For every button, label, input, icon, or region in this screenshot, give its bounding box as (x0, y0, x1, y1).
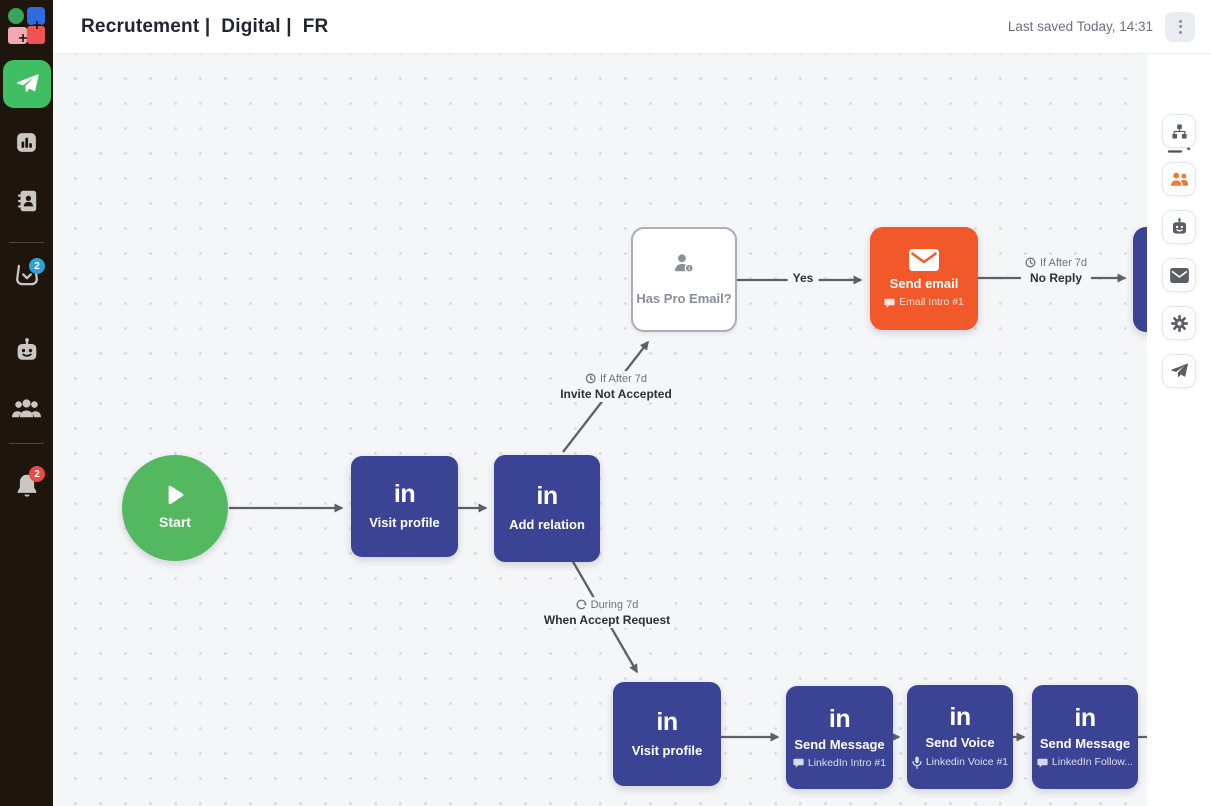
clock-icon (585, 373, 596, 384)
logo-green-circle (8, 8, 24, 24)
logo-plus-icon (33, 21, 41, 29)
sidebar-item-campaigns[interactable] (3, 60, 51, 108)
linkedin-icon: in (393, 480, 416, 509)
clock-icon (1025, 257, 1036, 268)
sidebar-item-notifications[interactable]: 2 (0, 466, 53, 500)
node-label: Add relation (509, 517, 585, 533)
play-icon (168, 486, 183, 505)
top-header: Recrutement | Digital | FR Last saved To… (53, 0, 1211, 54)
node-label: Send Voice (925, 734, 995, 750)
address-book-icon (17, 190, 36, 212)
node-subtitle: LinkedIn Follow... (1051, 756, 1134, 769)
cycle-icon (576, 599, 587, 610)
right-toolbar (1147, 54, 1211, 806)
toolbar-prospects-button[interactable] (1162, 162, 1196, 196)
linkedin-icon: in (949, 702, 971, 731)
campaign-title: Recrutement | Digital | FR (81, 15, 329, 37)
linkedin-icon: in (828, 704, 851, 733)
sitemap-icon (1171, 123, 1187, 139)
linkedin-icon: in (1074, 704, 1096, 733)
linkedin-icon: in (536, 482, 558, 511)
sidebar-divider (9, 443, 44, 444)
node-label: Send Message (1039, 736, 1131, 752)
node-send-email[interactable]: Send email Email Intro #1 (870, 227, 978, 330)
inbox-badge: 2 (29, 258, 45, 274)
speech-bubble-icon (793, 758, 804, 768)
inbox-icon (15, 264, 38, 286)
toolbar-email-button[interactable] (1162, 258, 1196, 292)
last-saved-status: Last saved Today, 14:31 (1007, 19, 1153, 34)
gear-icon (1170, 314, 1188, 332)
speech-bubble-icon (884, 298, 895, 308)
node-send-message-2[interactable]: in Send Message LinkedIn Follow... (1032, 685, 1138, 789)
node-visit-profile-1[interactable]: in Visit profile (351, 456, 458, 557)
robot-icon (17, 338, 36, 360)
robot-icon (1172, 217, 1186, 234)
app-logo[interactable] (8, 7, 46, 45)
sidebar-divider (9, 242, 44, 243)
logo-blue-square (27, 7, 45, 25)
edge-label-no-reply: If After 7d No Reply (1020, 255, 1092, 286)
sidebar-item-statistics[interactable] (0, 130, 53, 155)
svg-text:i: i (688, 266, 690, 273)
sidebar-item-team[interactable] (0, 398, 53, 420)
sidebar-item-contacts[interactable] (0, 188, 53, 214)
edge-label-yes: Yes (787, 270, 819, 286)
toolbar-automation-button[interactable] (1162, 210, 1196, 244)
team-icon (11, 399, 42, 418)
node-visit-profile-2[interactable]: in Visit profile (613, 682, 721, 786)
bar-chart-icon (17, 133, 36, 152)
header-menu-button[interactable] (1165, 11, 1195, 42)
edge-label-invite-not-accepted: If After 7d Invite Not Accepted (555, 371, 677, 402)
node-label: Send Message (794, 736, 885, 752)
microphone-icon (912, 756, 922, 770)
node-has-pro-email[interactable]: i Has Pro Email? (631, 227, 737, 332)
toolbar-structure-button[interactable] (1162, 114, 1196, 148)
paper-plane-icon (1171, 363, 1189, 378)
kebab-menu-icon (1178, 19, 1182, 23)
node-label: Has Pro Email? (636, 291, 732, 307)
left-sidebar: 2 2 (0, 0, 53, 806)
node-start[interactable]: Start (122, 455, 228, 561)
toolbar-settings-button[interactable] (1162, 306, 1196, 340)
logo-red-square (27, 26, 45, 44)
node-subtitle: Linkedin Voice #1 (925, 756, 1009, 769)
node-subtitle: LinkedIn Intro #1 (807, 756, 887, 769)
mail-icon (1169, 267, 1189, 283)
node-label: Start (159, 514, 191, 531)
sidebar-item-inbox[interactable]: 2 (0, 258, 53, 288)
node-send-message-1[interactable]: in Send Message LinkedIn Intro #1 (786, 686, 893, 789)
person-info-icon: i (674, 254, 694, 274)
node-label: Visit profile (369, 515, 440, 531)
edge-label-when-accept-request: During 7d When Accept Request (538, 597, 676, 628)
logo-plus-icon (19, 34, 27, 42)
node-subtitle: Email Intro #1 (899, 296, 964, 309)
node-add-relation[interactable]: in Add relation (494, 455, 600, 562)
linkedin-icon: in (656, 707, 678, 736)
sidebar-item-automation[interactable] (0, 337, 53, 365)
paper-plane-icon (17, 74, 39, 92)
node-label: Send email (889, 276, 959, 292)
people-icon (1170, 172, 1188, 186)
node-label: Visit profile (631, 742, 703, 758)
node-send-voice[interactable]: in Send Voice Linkedin Voice #1 (907, 685, 1013, 789)
speech-bubble-icon (1037, 758, 1048, 768)
notifications-badge: 2 (29, 466, 45, 482)
toolbar-launch-button[interactable] (1162, 354, 1196, 388)
envelope-icon (909, 249, 939, 272)
